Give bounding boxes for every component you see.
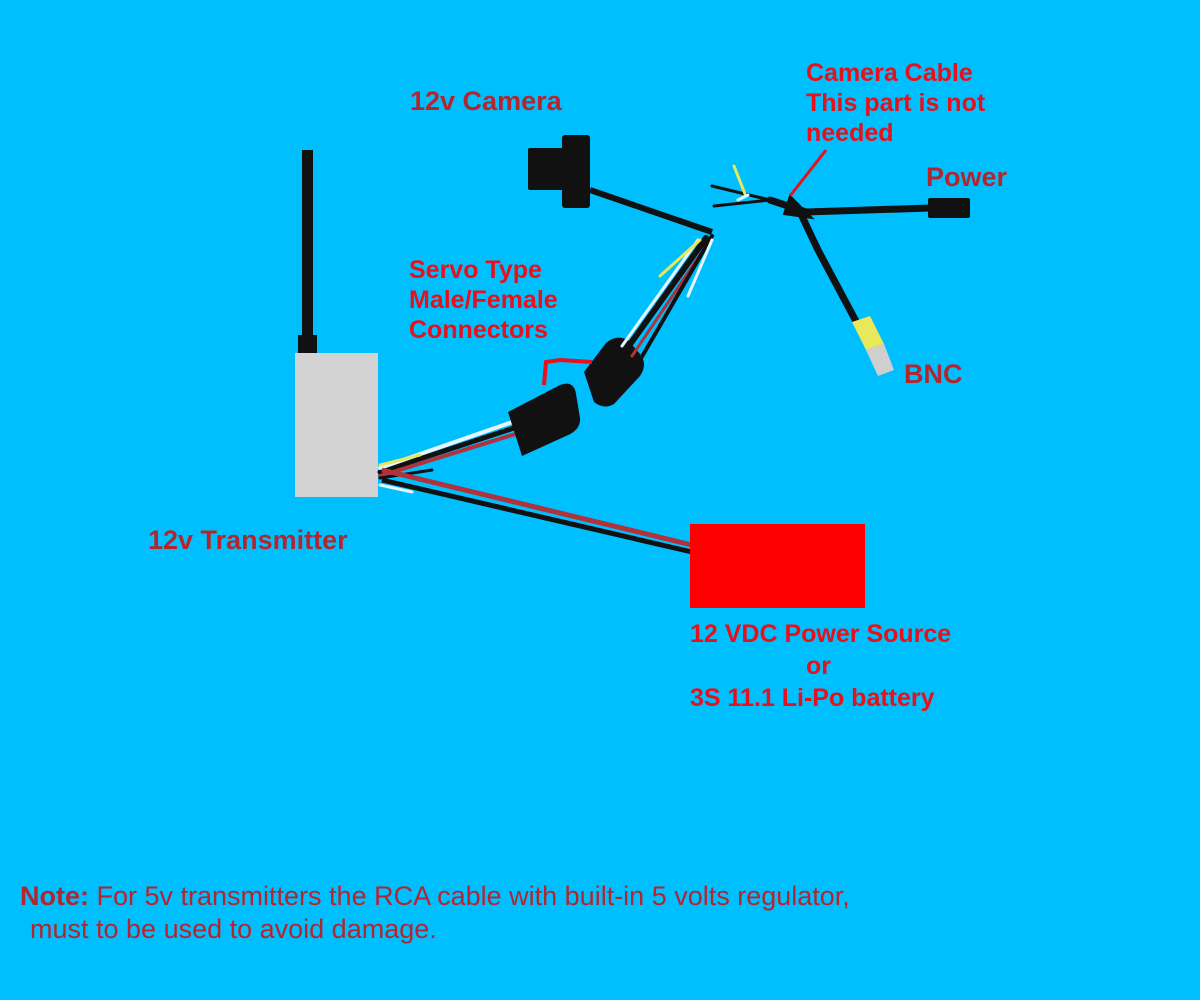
transmitter-to-connector-wires xyxy=(377,418,524,494)
camera-label: 12v Camera xyxy=(410,86,562,116)
note: Note: For 5v transmitters the RCA cable … xyxy=(20,880,850,946)
note-prefix: Note: xyxy=(20,881,89,911)
transmitter-body xyxy=(295,353,378,497)
bnc-connector xyxy=(852,316,894,376)
camera-cable-label-line1: Camera Cable xyxy=(806,59,973,87)
connector-to-camera-wires xyxy=(620,234,714,362)
note-text-line1: For 5v transmitters the RCA cable with b… xyxy=(89,881,850,911)
servo-connectors-label: Servo Type Male/Female Connectors xyxy=(409,255,558,345)
camera-cable xyxy=(710,164,934,329)
male-connector xyxy=(508,383,581,456)
camera-cable-label-line2: This part is not xyxy=(806,89,986,117)
note-text-line2: must to be used to avoid damage. xyxy=(30,913,437,944)
transmitter-label: 12v Transmitter xyxy=(148,525,348,555)
camera-cable-label-line3: needed xyxy=(806,119,894,147)
power-source-block xyxy=(690,524,865,608)
camera-cable-pointer xyxy=(788,149,828,197)
power-source-label-line2: or xyxy=(806,652,831,680)
servo-label-line1: Servo Type xyxy=(409,256,542,284)
camera xyxy=(528,135,713,235)
power-source-label-line1: 12 VDC Power Source xyxy=(690,620,952,648)
antenna xyxy=(298,150,317,355)
power-label: Power xyxy=(926,162,1008,192)
power-plug xyxy=(928,198,970,218)
power-source-wires xyxy=(381,467,693,555)
servo-label-line3: Connectors xyxy=(409,316,548,344)
camera-cable-label: Camera Cable This part is not needed xyxy=(806,58,985,148)
note-line1: Note: For 5v transmitters the RCA cable … xyxy=(20,880,850,913)
servo-label-line2: Male/Female xyxy=(409,286,558,314)
connector-pointer xyxy=(542,357,593,386)
female-connector xyxy=(584,337,644,407)
bnc-label: BNC xyxy=(904,359,963,389)
power-source-label-line3: 3S 11.1 Li-Po battery xyxy=(690,684,935,712)
